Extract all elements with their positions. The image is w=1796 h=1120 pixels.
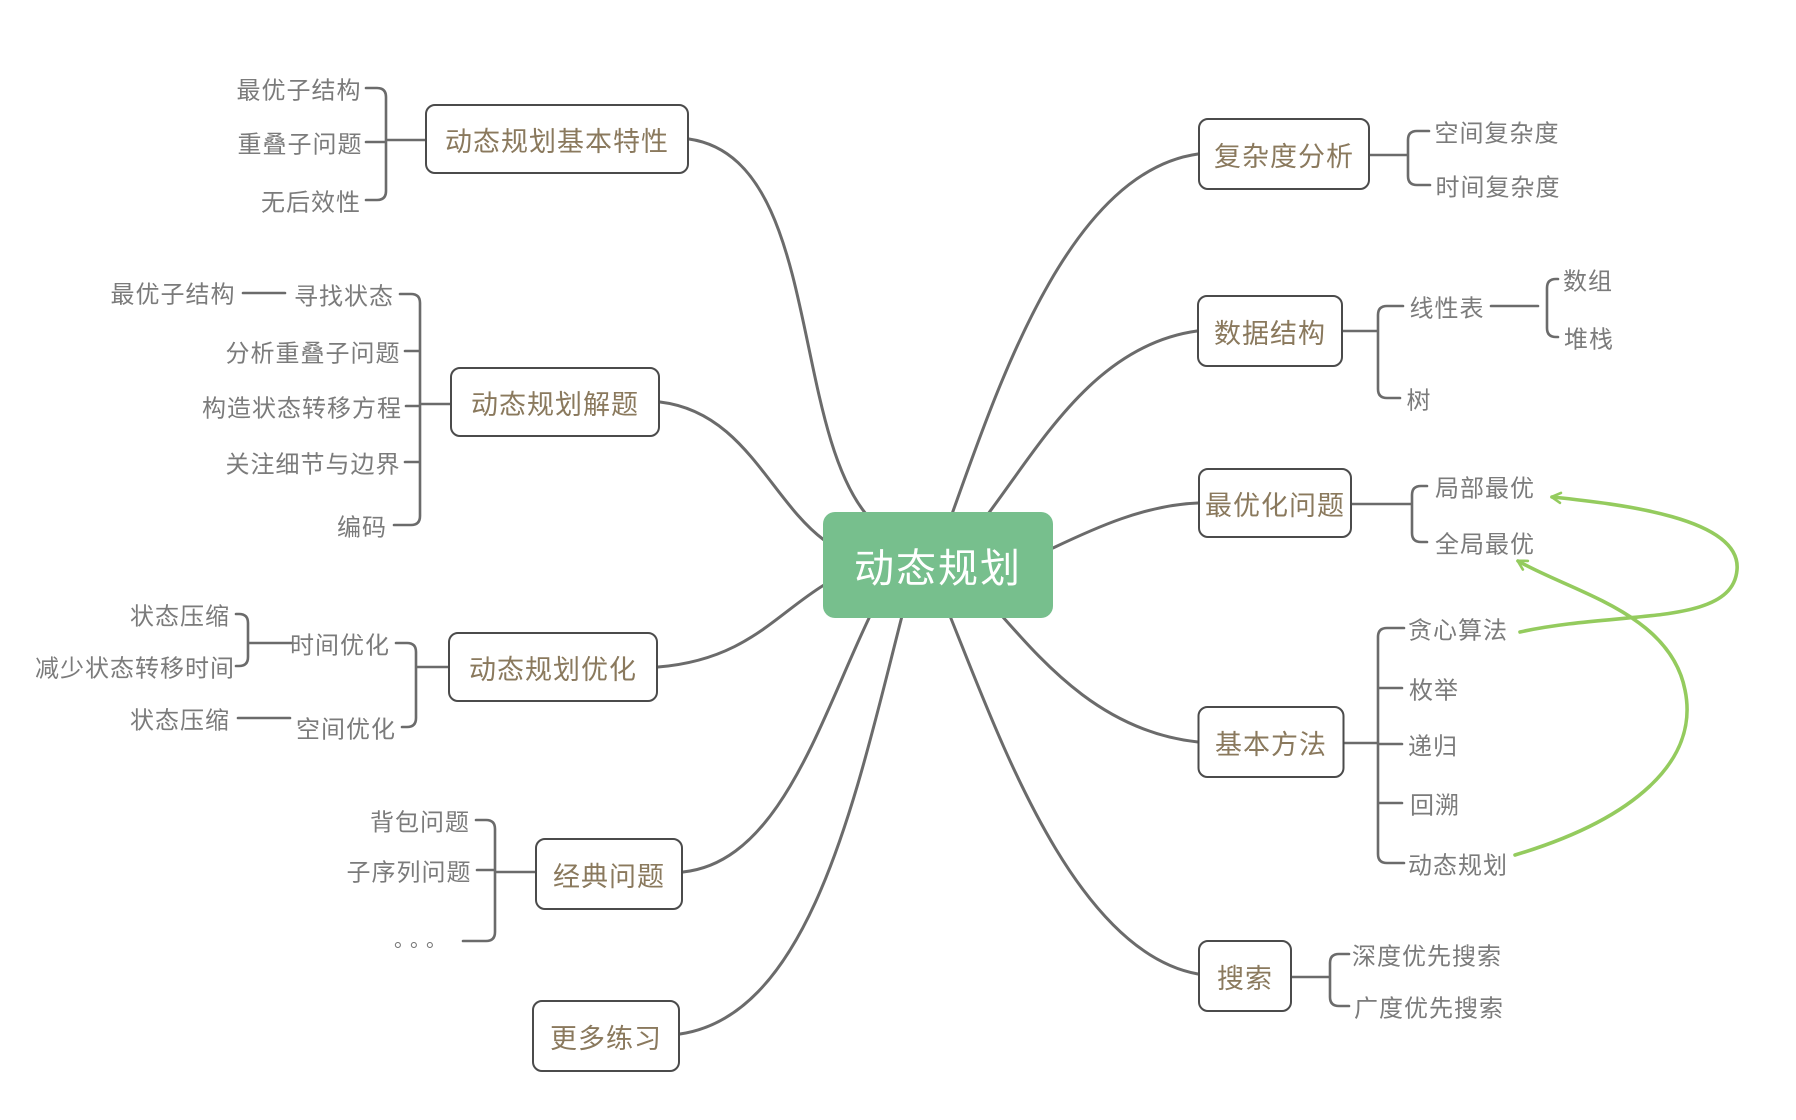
leaf-state-compression-space[interactable]: 状态压缩 [130, 707, 230, 735]
leaf-time-optimization[interactable]: 时间优化 [290, 632, 390, 660]
leaf-recursion[interactable]: 递归 [1408, 733, 1458, 761]
leaf-subsequence-problem[interactable]: 子序列问题 [346, 859, 472, 887]
connector-root-solving-steps [658, 400, 826, 542]
leaf-analyze-overlapping[interactable]: 分析重叠子问题 [225, 340, 401, 368]
connector-root-basic-properties [687, 137, 868, 516]
bracket-basic-properties [364, 86, 427, 202]
branch-classic-problems[interactable]: 经典问题 [535, 838, 683, 910]
branch-complexity-analysis[interactable]: 复杂度分析 [1198, 118, 1370, 190]
bracket-dp-optimization [394, 641, 450, 729]
branch-basic-methods[interactable]: 基本方法 [1197, 706, 1345, 778]
leaf-space-optimization[interactable]: 空间优化 [296, 716, 396, 744]
leaf-linear-list[interactable]: 线性表 [1409, 295, 1485, 323]
leaf-local-optimum[interactable]: 局部最优 [1435, 475, 1535, 503]
connector-root-dp-optimization [656, 583, 826, 669]
leaf-details-and-boundaries[interactable]: 关注细节与边界 [225, 451, 401, 479]
leaf-global-optimum[interactable]: 全局最优 [1435, 531, 1535, 559]
bracket-classic-problems [461, 818, 537, 943]
bracket-complexity-analysis [1368, 129, 1432, 187]
leaf-breadth-first-search[interactable]: 广度优先搜索 [1354, 995, 1504, 1023]
leaf-enumeration[interactable]: 枚举 [1409, 677, 1459, 705]
bracket-linear-list-children [1545, 277, 1560, 339]
connector-root-optimization-problems [1051, 501, 1200, 550]
connector-root-classic-problems [681, 614, 872, 874]
bracket-data-structures [1341, 304, 1405, 400]
relation-arrow-dp-to-global-optimum [1513, 559, 1689, 857]
leaf-space-complexity[interactable]: 空间复杂度 [1434, 120, 1560, 148]
leaf-reduce-transition-time[interactable]: 减少状态转移时间 [35, 655, 235, 683]
leaf-time-complexity[interactable]: 时间复杂度 [1435, 174, 1561, 202]
connector-root-data-structures [986, 329, 1199, 516]
branch-basic-properties[interactable]: 动态规划基本特性 [425, 104, 689, 174]
bracket-optimization-problems [1350, 484, 1429, 544]
branch-more-practice[interactable]: 更多练习 [532, 1000, 680, 1072]
leaf-ellipsis-more[interactable]: 。。。 [394, 929, 452, 952]
connector-root-search [948, 614, 1200, 976]
bracket-search [1290, 952, 1351, 1008]
branch-data-structures[interactable]: 数据结构 [1197, 295, 1343, 367]
leaf-find-state-optimal-substructure[interactable]: 最优子结构 [110, 281, 236, 309]
root-node-dynamic-programming[interactable]: 动态规划 [823, 512, 1053, 618]
leaf-depth-first-search[interactable]: 深度优先搜索 [1352, 943, 1502, 971]
leaf-stack[interactable]: 堆栈 [1564, 326, 1614, 354]
leaf-array[interactable]: 数组 [1563, 268, 1613, 296]
leaf-dynamic-programming-method[interactable]: 动态规划 [1408, 852, 1508, 880]
leaf-state-compression-time[interactable]: 状态压缩 [130, 603, 230, 631]
leaf-knapsack-problem[interactable]: 背包问题 [370, 809, 470, 837]
leaf-optimal-substructure[interactable]: 最优子结构 [236, 77, 362, 105]
leaf-state-transition-equation[interactable]: 构造状态转移方程 [202, 395, 402, 423]
leaf-no-aftereffect[interactable]: 无后效性 [261, 189, 361, 217]
leaf-backtracking[interactable]: 回溯 [1410, 792, 1460, 820]
connector-root-basic-methods [1000, 614, 1200, 744]
leaf-tree[interactable]: 树 [1406, 387, 1432, 415]
leaf-find-state[interactable]: 寻找状态 [294, 283, 394, 311]
bracket-time-optimization [234, 612, 294, 668]
branch-optimization-problems[interactable]: 最优化问题 [1198, 468, 1352, 538]
bracket-basic-methods [1343, 626, 1406, 865]
branch-search[interactable]: 搜索 [1198, 940, 1292, 1012]
leaf-greedy-algorithm[interactable]: 贪心算法 [1408, 617, 1508, 645]
relation-arrow-greedy-to-local-optimum [1518, 491, 1739, 634]
connector-root-more-practice [678, 614, 904, 1036]
branch-solving-steps[interactable]: 动态规划解题 [450, 367, 660, 437]
leaf-overlapping-subproblems[interactable]: 重叠子问题 [237, 131, 363, 159]
bracket-solving-steps [392, 292, 452, 527]
connector-root-complexity-analysis [950, 152, 1200, 516]
branch-dp-optimization[interactable]: 动态规划优化 [448, 632, 658, 702]
leaf-coding[interactable]: 编码 [337, 514, 387, 542]
